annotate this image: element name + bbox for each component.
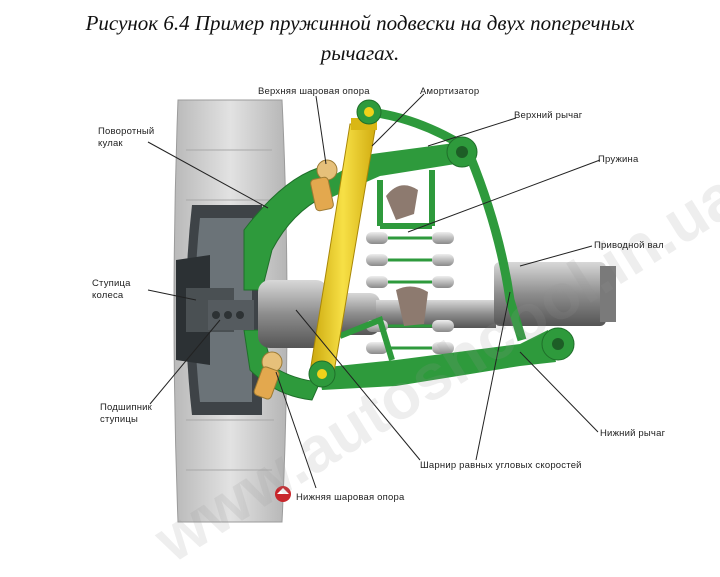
lower-arm bbox=[318, 154, 575, 390]
label-hub-bearing-line-1: Подшипник bbox=[100, 402, 153, 413]
leader-drive-shaft bbox=[519, 245, 593, 267]
leader-lower-ball-joint bbox=[275, 371, 317, 489]
leader-steering-knuckle bbox=[147, 141, 269, 209]
leader-hub-bearing bbox=[149, 319, 221, 405]
leader-cv-joint-1 bbox=[295, 309, 421, 461]
label-shock-absorber: Амортизатор bbox=[420, 86, 480, 97]
label-wheel-hub-line-2: колеса bbox=[92, 290, 124, 301]
leader-shock-absorber bbox=[371, 93, 425, 147]
leader-wheel-hub bbox=[147, 289, 197, 301]
label-steering-knuckle-line-2: кулак bbox=[98, 138, 123, 149]
leader-upper-ball-joint bbox=[315, 95, 327, 165]
bump-stops bbox=[386, 185, 428, 326]
upper-ball-joint bbox=[310, 159, 338, 212]
label-drive-shaft: Приводной вал bbox=[594, 240, 664, 251]
leader-upper-arm bbox=[427, 117, 517, 147]
label-steering-knuckle: Поворотный кулак bbox=[98, 126, 154, 150]
leader-cv-joint-2 bbox=[475, 291, 511, 461]
figure-title-line-2: рычагах. bbox=[320, 41, 400, 65]
site-logo bbox=[275, 486, 291, 502]
label-cv-joint: Шарнир равных угловых скоростей bbox=[420, 460, 582, 471]
leader-lines bbox=[147, 93, 601, 489]
suspension-diagram bbox=[147, 93, 616, 523]
figure-title-line-1: Рисунок 6.4 Пример пружинной подвески на… bbox=[85, 11, 635, 35]
hub-bearing bbox=[208, 300, 254, 330]
drive-shaft bbox=[258, 262, 616, 348]
label-lower-ball-joint: Нижняя шаровая опора bbox=[296, 492, 405, 503]
lower-ball-joint bbox=[253, 351, 283, 400]
figure-title: Рисунок 6.4 Пример пружинной подвески на… bbox=[0, 8, 720, 68]
label-lower-arm: Нижний рычаг bbox=[600, 428, 666, 439]
label-hub-bearing: Подшипник ступицы bbox=[100, 402, 152, 426]
label-upper-arm: Верхний рычаг bbox=[514, 110, 583, 121]
label-wheel-hub: Ступица колеса bbox=[92, 278, 131, 302]
label-steering-knuckle-line-1: Поворотный bbox=[98, 126, 155, 137]
label-hub-bearing-line-2: ступицы bbox=[100, 414, 139, 425]
label-wheel-hub-line-1: Ступица bbox=[92, 278, 131, 289]
leader-lower-arm bbox=[519, 351, 599, 433]
leader-spring bbox=[407, 159, 601, 233]
label-spring: Пружина bbox=[598, 154, 639, 165]
shock-absorber bbox=[308, 99, 382, 388]
label-upper-ball-joint: Верхняя шаровая опора bbox=[258, 86, 370, 97]
